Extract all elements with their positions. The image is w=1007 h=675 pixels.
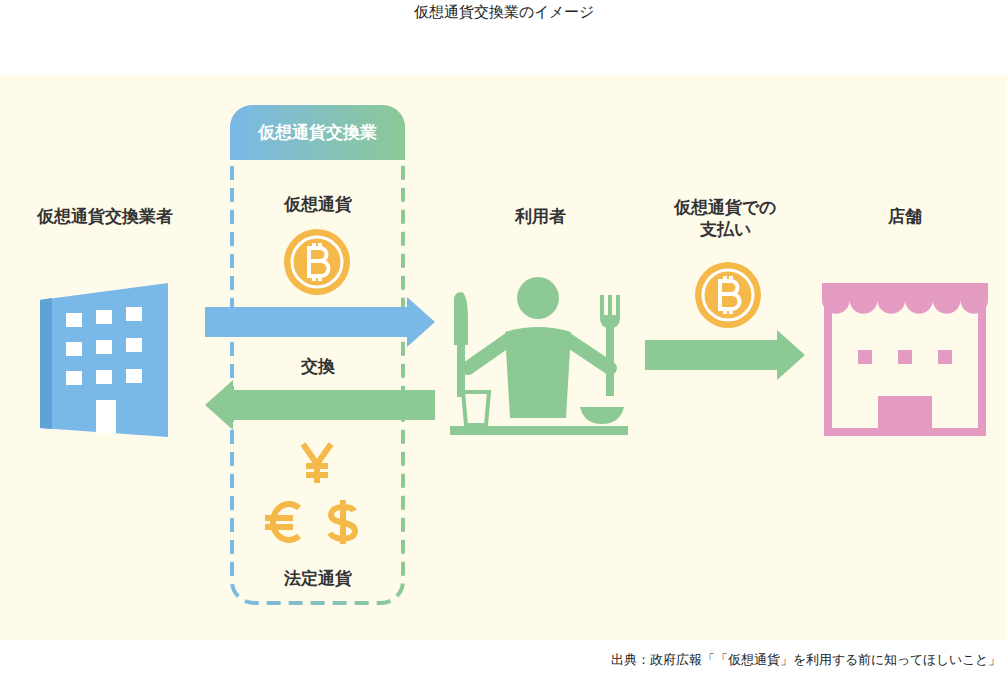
bitcoin-coin <box>695 262 761 328</box>
group-header-pill: 仮想通貨交換業 <box>230 105 405 160</box>
diagram-title: 仮想通貨交換業のイメージ <box>0 3 1007 23</box>
source-caption: 出典：政府広報「「仮想通貨」を利用する前に知ってほしいこと」 <box>611 652 1001 669</box>
node-text: 交換 <box>230 355 405 377</box>
store-node: 店舗 <box>815 205 995 440</box>
exchange-group: 仮想通貨交換業仮想通貨交換法定通貨 <box>230 105 405 605</box>
node-text: 仮想通貨 <box>230 193 405 215</box>
company-node: 仮想通貨交換業者 <box>15 205 195 440</box>
currency-symbols <box>265 444 355 544</box>
node-heading: 店舗 <box>815 205 995 227</box>
building-icon <box>40 283 168 437</box>
block-arrow <box>205 380 435 430</box>
block-arrow <box>645 330 805 380</box>
store-icon <box>822 283 988 436</box>
edge-label: 仮想通貨での 支払い <box>660 196 790 240</box>
dashed-group-outline <box>232 107 403 603</box>
bitcoin-coin <box>284 229 350 295</box>
node-heading: 利用者 <box>445 205 635 227</box>
node-heading: 仮想通貨交換業者 <box>15 205 195 227</box>
block-arrow <box>205 297 435 347</box>
node-text: 法定通貨 <box>230 567 405 589</box>
person-icon <box>450 277 628 435</box>
user-node: 利用者 <box>445 205 635 440</box>
background-panel <box>0 75 1007 640</box>
